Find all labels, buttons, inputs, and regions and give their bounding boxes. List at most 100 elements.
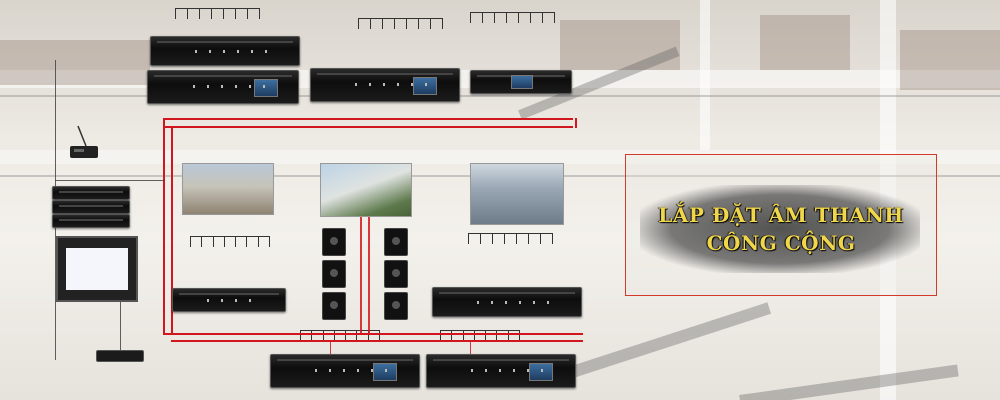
control-room-photo [470, 163, 564, 225]
antenna-element [311, 331, 312, 341]
antenna-element [430, 19, 431, 29]
zone-amplifier [172, 288, 286, 312]
antenna-element [540, 234, 541, 244]
power-sequencer [52, 214, 130, 228]
antenna-element [300, 331, 301, 341]
mall-shop [560, 20, 680, 70]
antenna-element [368, 331, 369, 341]
antenna-speaker-array-icon [358, 18, 443, 31]
antenna-element [211, 9, 212, 19]
antenna-element [519, 331, 520, 341]
antenna-element [470, 13, 471, 23]
signal-wire [575, 118, 577, 128]
antenna-element [394, 19, 395, 29]
antenna-element [269, 237, 270, 247]
antenna-element [552, 234, 553, 244]
antenna-element [187, 9, 188, 19]
antenna-element [492, 234, 493, 244]
antenna-element [530, 13, 531, 23]
antenna-element [516, 234, 517, 244]
antenna-element [334, 331, 335, 341]
building-photo [182, 163, 274, 215]
signal-wire [163, 333, 583, 335]
antenna-speaker-array-icon [440, 330, 520, 343]
antenna-element [175, 9, 176, 19]
signal-wire [171, 340, 583, 342]
signal-wire [163, 126, 573, 128]
antenna-element [235, 237, 236, 247]
antenna-element [440, 331, 441, 341]
mixer-amplifier [426, 354, 576, 388]
title-box: LẮP ĐẶT ÂM THANH CÔNG CỘNG [625, 154, 937, 296]
antenna-element [494, 13, 495, 23]
mixer-amplifier [150, 36, 300, 66]
antenna-element [345, 331, 346, 341]
signal-wire [330, 342, 331, 354]
antenna-element [468, 234, 469, 244]
antenna-speaker-array-icon [300, 330, 380, 343]
antenna-element [247, 9, 248, 19]
power-sequencer [52, 186, 130, 200]
antenna-speaker-array-icon [190, 236, 270, 249]
mall-railing [0, 95, 1000, 97]
antenna-element [554, 13, 555, 23]
antenna-element [224, 237, 225, 247]
antenna-element [370, 19, 371, 29]
microphone-icon [70, 125, 98, 158]
antenna-element [480, 234, 481, 244]
antenna-speaker-array-icon [470, 12, 555, 25]
mall-shop [900, 30, 1000, 90]
antenna-element [482, 13, 483, 23]
mixer-amplifier [270, 354, 420, 388]
power-sequencer [52, 200, 130, 214]
zone-amplifier [432, 287, 582, 317]
antenna-element [406, 19, 407, 29]
antenna-element [223, 9, 224, 19]
title-line-2: CÔNG CỘNG [706, 231, 856, 255]
mixer-amplifier [147, 70, 299, 104]
antenna-element [451, 331, 452, 341]
signal-wire [163, 118, 573, 120]
antenna-element [506, 13, 507, 23]
antenna-element [418, 19, 419, 29]
antenna-element [213, 237, 214, 247]
antenna-element [323, 331, 324, 341]
antenna-element [442, 19, 443, 29]
antenna-element [528, 234, 529, 244]
antenna-element [199, 9, 200, 19]
antenna-element [358, 19, 359, 29]
antenna-speaker-array-icon [468, 233, 553, 246]
antenna-element [246, 237, 247, 247]
antenna-element [504, 234, 505, 244]
antenna-element [379, 331, 380, 341]
speaker-icon [322, 292, 346, 320]
title-line-1: LẮP ĐẶT ÂM THANH [658, 203, 904, 227]
mall-shop [0, 40, 150, 85]
signal-wire [163, 118, 165, 333]
antenna-element [508, 331, 509, 341]
signal-wire [368, 205, 370, 335]
antenna-element [485, 331, 486, 341]
control-cable [120, 300, 121, 355]
antenna-speaker-array-icon [175, 8, 260, 21]
antenna-element [190, 237, 191, 247]
control-monitor [56, 236, 138, 302]
tuner-player [470, 70, 572, 94]
antenna-element [201, 237, 202, 247]
speaker-icon [384, 228, 408, 256]
speaker-icon [384, 292, 408, 320]
signal-wire [360, 205, 362, 335]
signal-wire [470, 342, 471, 354]
control-cable [55, 180, 165, 181]
antenna-element [356, 331, 357, 341]
antenna-element [474, 331, 475, 341]
signal-wire [171, 126, 173, 333]
network-switch [96, 350, 144, 362]
brush-stroke-background [640, 185, 920, 273]
mall-shop [760, 15, 850, 70]
antenna-element [496, 331, 497, 341]
antenna-element [518, 13, 519, 23]
speaker-icon [322, 228, 346, 256]
mall-floor-band [0, 150, 1000, 164]
